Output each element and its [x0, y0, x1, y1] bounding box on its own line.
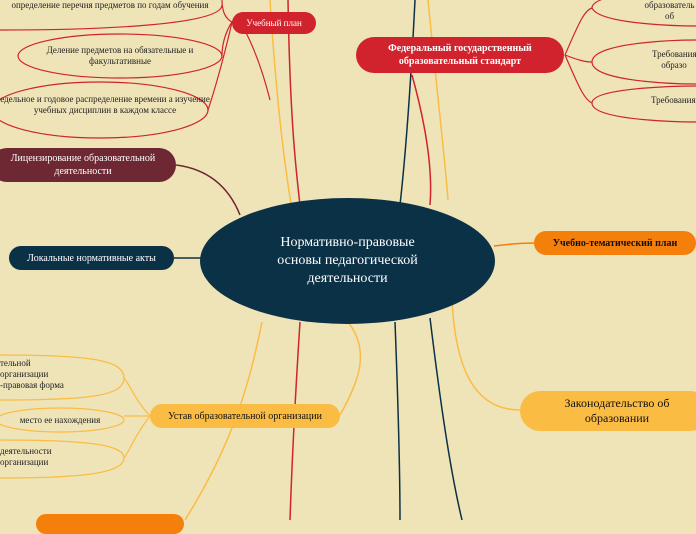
central-topic[interactable]: Нормативно-правовые основы педагогическо…	[200, 198, 495, 324]
link-education-law	[451, 299, 521, 411]
charter-node[interactable]: Устав образовательной организации	[150, 404, 340, 428]
local-acts-node[interactable]: Локальные нормативные акты	[9, 246, 174, 270]
licensing-node[interactable]: Лицензирование образовательной деятельно…	[0, 148, 176, 182]
link-fgos	[411, 74, 432, 206]
link-yellow-right	[427, 0, 449, 201]
fgos-item-3: Требования	[651, 95, 696, 105]
curriculum-item-2: Деление предметов на обязательные и факу…	[46, 45, 194, 66]
fgos-item-2: Требования образо	[652, 49, 696, 70]
charter-item-2: место ее нахождения	[19, 415, 101, 425]
link-thematic	[493, 242, 535, 247]
link-licensing	[175, 164, 241, 216]
link-navy-trunk-right	[399, 0, 416, 206]
fgos-item-1: образователь об	[644, 0, 695, 21]
fgos-node[interactable]: Федеральный государственный образователь…	[356, 37, 564, 73]
curriculum-node[interactable]: Учебный план	[232, 12, 316, 34]
thematic-plan-node[interactable]: Учебно-тематический план	[534, 231, 696, 255]
curriculum-item-3: едельное и годовое распределение времени…	[0, 94, 210, 115]
charter-item-1: тельной организации -правовая форма	[0, 358, 64, 390]
link-red-trunk-left	[287, 0, 301, 206]
charter-item-3: деятельности организации	[0, 446, 52, 467]
education-law-node[interactable]: Законодательство об образовании	[520, 391, 696, 431]
partial-bottom-node[interactable]	[36, 514, 184, 534]
link-charter	[339, 321, 362, 416]
curriculum-item-1: определение перечня предметов по годам о…	[11, 0, 209, 10]
